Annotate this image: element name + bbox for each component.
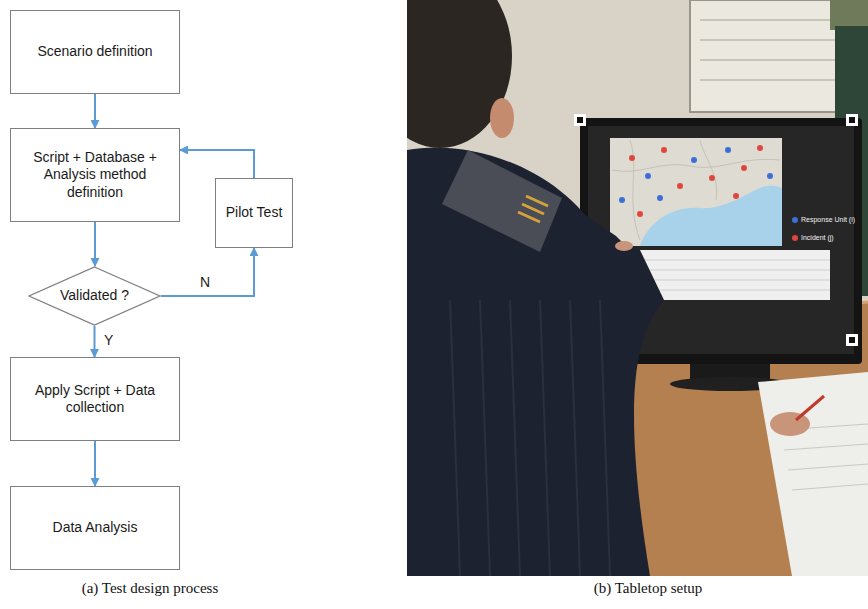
process-box: Script + Database + Analysis method defi… xyxy=(10,128,180,222)
legend-text: Response Unit (i) xyxy=(801,216,855,223)
diamond-outline xyxy=(29,267,160,325)
node-text: Apply Script + Data collection xyxy=(19,382,171,417)
screen-map xyxy=(733,193,739,199)
tracking-marker xyxy=(846,334,858,346)
legend-swatch xyxy=(792,235,798,241)
writing-hand xyxy=(770,396,824,436)
person xyxy=(570,300,580,576)
legend-entry: Response Unit (i) xyxy=(792,216,855,223)
paper-sheet xyxy=(784,444,868,450)
node-text: Script + Database + Analysis method defi… xyxy=(19,149,171,202)
figure-caption: (a) Test design process xyxy=(82,580,219,597)
paper-sheet xyxy=(792,484,868,490)
screen-map xyxy=(691,157,697,163)
screen-map xyxy=(757,145,763,151)
screen-map xyxy=(645,173,651,179)
screen-map xyxy=(661,147,667,153)
screen-map xyxy=(610,138,782,246)
node-text: Scenario definition xyxy=(37,43,152,61)
writing-hand xyxy=(796,396,824,420)
screen-map xyxy=(630,140,640,240)
screen-map xyxy=(700,140,717,200)
paper-sheet xyxy=(758,372,868,576)
window xyxy=(830,0,868,30)
screen-map xyxy=(629,155,635,161)
node-text: Pilot Test xyxy=(226,204,283,222)
screen-map xyxy=(619,197,625,203)
screen-map xyxy=(657,195,663,201)
process-box: Pilot Test xyxy=(215,178,293,248)
person xyxy=(407,147,664,576)
screen-map xyxy=(637,211,643,217)
person xyxy=(450,300,460,576)
screen-map xyxy=(767,173,773,179)
process-box: Apply Script + Data collection xyxy=(10,357,180,441)
process-box: Data Analysis xyxy=(10,486,180,570)
flow-arrow xyxy=(94,441,96,486)
person xyxy=(526,196,548,206)
paper-sheet xyxy=(788,464,868,470)
legend-text: Incident (j) xyxy=(801,234,834,241)
legend-swatch xyxy=(792,217,798,223)
flow-arrow xyxy=(94,326,96,357)
flow-arrow xyxy=(94,222,96,266)
screen-map xyxy=(610,138,782,246)
person xyxy=(490,98,514,138)
flow-arrow xyxy=(94,94,96,128)
person xyxy=(442,150,562,252)
tracking-marker xyxy=(849,117,855,123)
process-box: Scenario definition xyxy=(10,10,180,94)
person xyxy=(522,204,544,214)
person xyxy=(407,0,664,576)
person xyxy=(480,300,490,576)
person xyxy=(518,212,540,222)
person xyxy=(556,198,626,258)
flow-arrow xyxy=(180,150,254,178)
screen-map xyxy=(725,147,731,153)
person xyxy=(510,300,520,576)
screen-map xyxy=(741,165,747,171)
screen-map xyxy=(640,186,782,246)
tracking-marker xyxy=(849,337,855,343)
screen-map xyxy=(677,183,683,189)
node-text: Data Analysis xyxy=(53,519,138,537)
person xyxy=(615,241,633,251)
flow-arrow xyxy=(161,248,254,296)
branch-label: Y xyxy=(102,333,115,348)
person xyxy=(540,300,550,576)
screen-map xyxy=(709,175,715,181)
branch-label: N xyxy=(198,275,212,290)
tracking-marker xyxy=(577,117,583,123)
person xyxy=(600,300,610,576)
node-text: Validated ? xyxy=(60,287,129,305)
tracking-marker xyxy=(574,114,586,126)
figure-caption: (b) Tabletop setup xyxy=(594,580,703,597)
tracking-marker xyxy=(846,114,858,126)
paper-sheet xyxy=(758,372,868,576)
photo-scene xyxy=(407,0,868,576)
writing-hand xyxy=(770,412,810,436)
decision-diamond: Validated ? xyxy=(28,266,161,326)
legend-entry: Incident (j) xyxy=(792,234,834,241)
